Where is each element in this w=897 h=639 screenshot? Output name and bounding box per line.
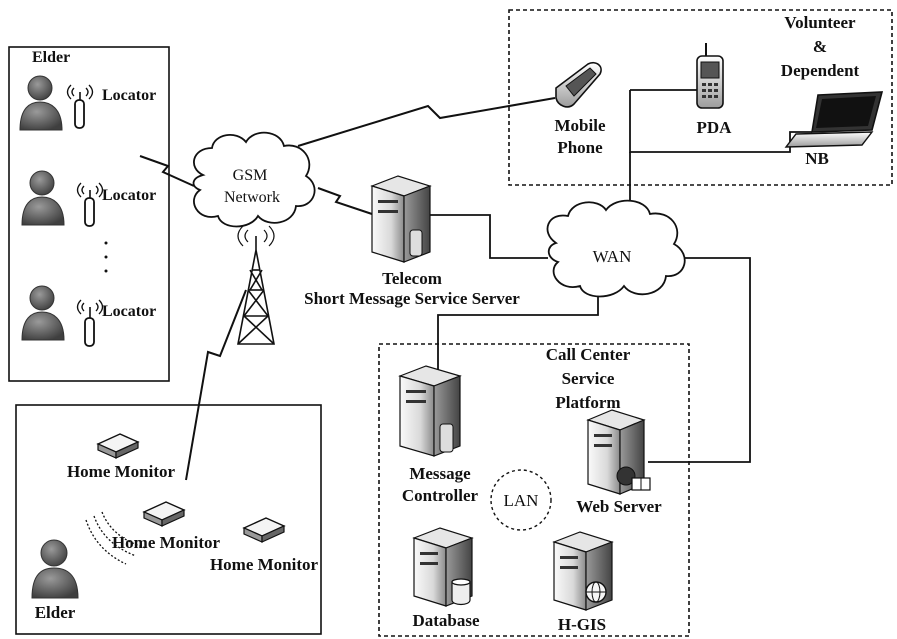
lan-label: LAN: [504, 491, 539, 510]
wireless-links: [139, 97, 556, 481]
elder-person-icon: [21, 285, 65, 341]
home-monitor-icon: [96, 433, 140, 459]
mobile-phone-icon: [555, 61, 602, 108]
wan-label: WAN: [593, 247, 632, 266]
webserver-label: Web Server: [576, 497, 662, 516]
elder-top-label: Elder: [32, 49, 70, 66]
mobile-label-line2: Phone: [557, 138, 603, 157]
volunteer-dependent-box: [508, 9, 893, 186]
volunteer-label-line3: Dependent: [781, 61, 860, 80]
home-monitor-icon: [142, 501, 186, 527]
pda-label: PDA: [697, 118, 733, 137]
locator-label-1: Locator: [102, 87, 156, 104]
gsm-network-cloud: GSM Network: [192, 131, 316, 228]
hgis-label: H-GIS: [558, 615, 606, 634]
locator-label-3: Locator: [102, 303, 156, 320]
mobile-label-line1: Mobile: [555, 116, 606, 135]
connection-lines: [428, 89, 812, 463]
msgctrl-label-line2: Controller: [402, 486, 479, 505]
home-monitor-icon: [242, 517, 286, 543]
nb-label: NB: [805, 149, 829, 168]
home-monitor-box: [15, 404, 322, 635]
home-monitor-label-2: Home Monitor: [112, 533, 221, 552]
gsm-label-line2: Network: [224, 189, 280, 206]
locator-icon: [76, 299, 104, 347]
elder-person-icon: [21, 170, 65, 226]
call-center-box: [378, 343, 690, 637]
elder-person-icon: [19, 75, 63, 131]
web-server-icon: [586, 409, 651, 495]
elder-bottom-label: Elder: [35, 603, 76, 622]
telecom-label-line1: Telecom: [382, 269, 442, 288]
locator-label-2: Locator: [102, 187, 156, 204]
database-server-icon: [412, 527, 474, 607]
pda-icon: [696, 43, 724, 109]
notebook-icon: [784, 91, 884, 148]
volunteer-label-line2: &: [813, 37, 827, 56]
database-label: Database: [412, 611, 480, 630]
lan-circle: [490, 469, 552, 531]
sms-server-icon: [370, 175, 432, 263]
wan-cloud: WAN: [546, 199, 686, 298]
home-monitor-label-1: Home Monitor: [67, 462, 176, 481]
callcenter-label-line2: Service: [562, 369, 615, 388]
message-controller-server-icon: [398, 365, 462, 457]
volunteer-label-line1: Volunteer: [784, 13, 856, 32]
hgis-server-icon: [552, 531, 614, 611]
home-monitor-label-3: Home Monitor: [210, 555, 319, 574]
signal-arcs: [85, 511, 147, 565]
locator-icon: [66, 84, 94, 129]
elder-person-icon: [31, 539, 79, 599]
msgctrl-label-line1: Message: [409, 464, 471, 483]
callcenter-label-line3: Platform: [555, 393, 620, 412]
callcenter-label-line1: Call Center: [546, 345, 631, 364]
telecom-label-line2: Short Message Service Server: [304, 289, 520, 308]
ellipsis-dots: [104, 241, 108, 273]
locator-icon: [76, 182, 104, 227]
elder-locator-box: [8, 46, 170, 382]
cell-tower-icon: [237, 225, 275, 345]
gsm-label-line1: GSM: [233, 167, 268, 184]
